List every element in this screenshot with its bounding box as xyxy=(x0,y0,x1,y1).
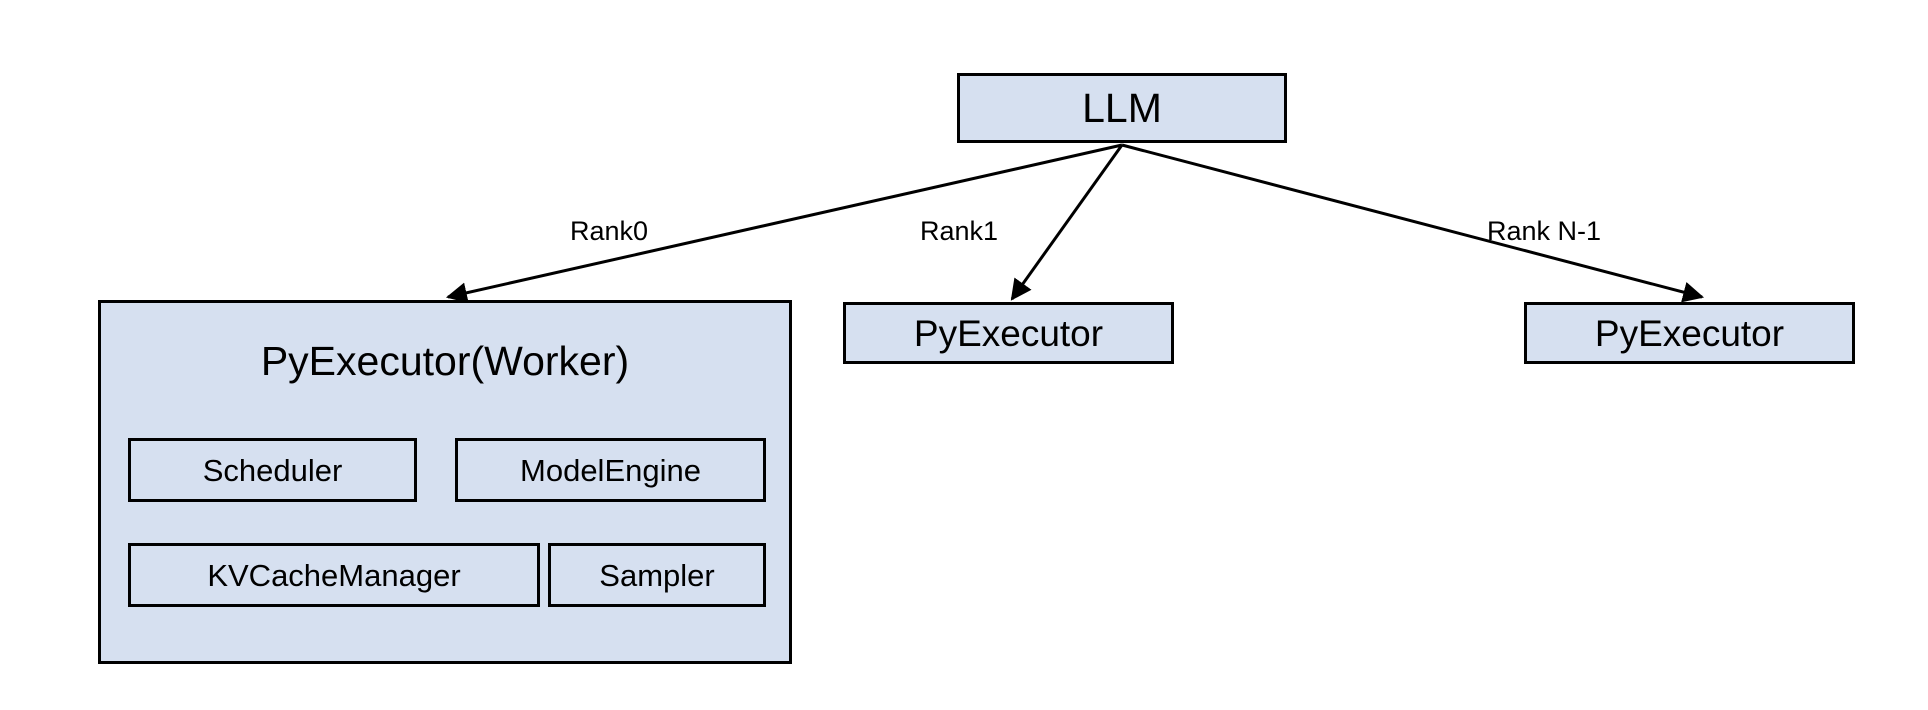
node-pyexecutor-rank1[interactable]: PyExecutor xyxy=(843,302,1174,364)
edge-label-rank-n-1: Rank N-1 xyxy=(1487,216,1602,246)
node-pyexecutor-rank1-label: PyExecutor xyxy=(913,312,1104,354)
node-pyexecutor-worker-label: PyExecutor(Worker) xyxy=(260,338,630,384)
node-sampler[interactable]: Sampler xyxy=(548,543,766,607)
edge-llm-to-worker xyxy=(445,143,1123,304)
node-model-engine-label: ModelEngine xyxy=(520,452,701,488)
node-llm-label: LLM xyxy=(1082,84,1162,131)
edge-llm-to-executor-rankn xyxy=(1121,143,1705,303)
edge-llm-to-executor-rank1 xyxy=(1010,144,1124,301)
edge-label-rank1: Rank1 xyxy=(920,216,999,246)
node-pyexecutor-rankn[interactable]: PyExecutor xyxy=(1524,302,1855,364)
node-sampler-label: Sampler xyxy=(599,557,715,593)
node-pyexecutor-rankn-label: PyExecutor xyxy=(1594,312,1785,354)
node-pyexecutor-worker[interactable]: PyExecutor(Worker) Scheduler ModelEngine… xyxy=(98,300,792,664)
node-kv-cache-manager[interactable]: KVCacheManager xyxy=(128,543,540,607)
node-llm[interactable]: LLM xyxy=(957,73,1287,143)
node-model-engine[interactable]: ModelEngine xyxy=(455,438,766,502)
edge-label-rank0: Rank0 xyxy=(570,216,649,246)
node-scheduler-label: Scheduler xyxy=(202,452,343,488)
node-scheduler[interactable]: Scheduler xyxy=(128,438,417,502)
node-kv-cache-manager-label: KVCacheManager xyxy=(207,557,461,593)
